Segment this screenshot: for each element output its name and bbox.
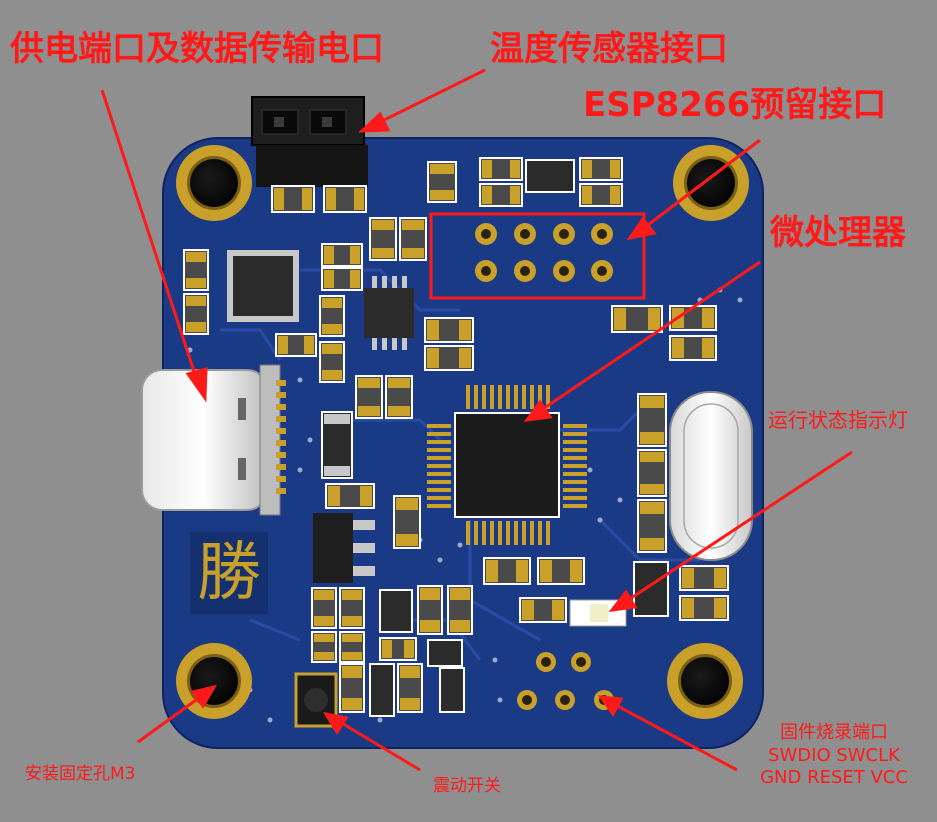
soic-chip [364, 276, 414, 350]
label-status-led: 运行状态指示灯 [768, 408, 908, 432]
label-vibration-switch: 震动开关 [433, 776, 501, 796]
label-mcu: 微处理器 [770, 213, 906, 253]
label-firmware-port-line1: SWDIO SWCLK [768, 744, 900, 766]
usb-c-connector [141, 364, 286, 516]
crystal [669, 391, 753, 561]
label-firmware-port-line2: GND RESET VCC [760, 767, 908, 788]
label-firmware-port-title: 固件烧录端口 [780, 722, 888, 743]
mcu-chip [427, 385, 587, 545]
label-power-port: 供电端口及数据传输电口 [10, 29, 384, 69]
passives [183, 157, 729, 717]
qfn-chip [227, 250, 299, 322]
label-esp-port: ESP8266预留接口 [583, 85, 887, 125]
annotation-arrows [100, 68, 853, 772]
mount-hole-br [667, 643, 743, 719]
silkscreen-logo-bg [190, 532, 268, 614]
voltage-regulator [313, 513, 375, 583]
mount-hole-tl [176, 145, 252, 221]
temp-sensor-connector [251, 96, 368, 187]
label-firmware-port: 固件烧录端口 SWDIO SWCLK GND RESET VCC [738, 722, 930, 790]
silkscreen-logo: 勝 [197, 536, 261, 610]
esp8266-header [429, 212, 646, 300]
label-temp-sensor: 温度传感器接口 [490, 29, 728, 69]
label-mount-hole: 安装固定孔M3 [25, 764, 136, 784]
